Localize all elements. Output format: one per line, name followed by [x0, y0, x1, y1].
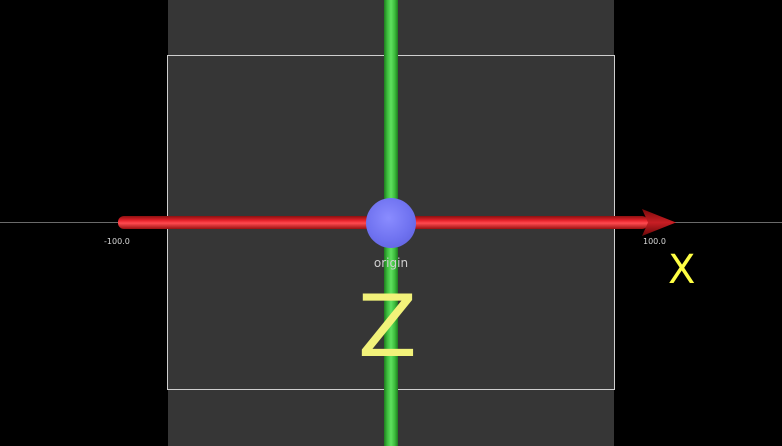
- z-axis-label: Z: [358, 277, 417, 377]
- origin-sphere[interactable]: [366, 198, 416, 248]
- x-axis-label: X: [668, 247, 696, 293]
- x-axis-arrowhead: [642, 209, 676, 236]
- x-axis-max-tick-label: 100.0: [643, 237, 666, 246]
- origin-label: origin: [373, 256, 409, 270]
- x-axis-min-tick-label: -100.0: [104, 237, 130, 246]
